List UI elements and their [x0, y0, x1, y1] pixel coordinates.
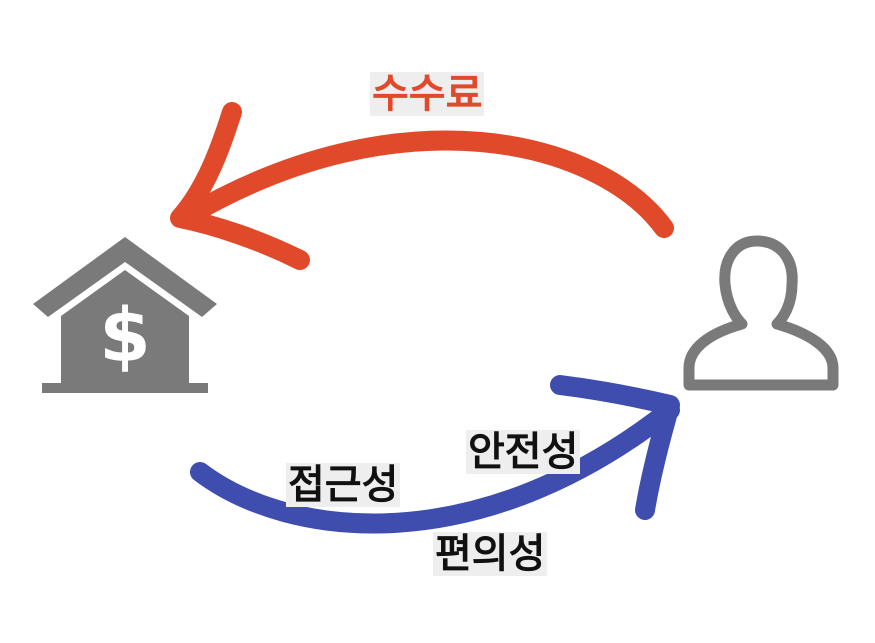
safety-label: 안전성	[466, 429, 581, 475]
user-icon	[683, 235, 839, 391]
fee-arrow	[170, 102, 674, 270]
dollar-sign-icon: $	[99, 293, 151, 379]
bank-icon	[33, 237, 217, 393]
convenience-label: 편의성	[433, 531, 548, 577]
fee-label: 수수료	[370, 71, 485, 117]
accessibility-label: 접근성	[286, 462, 401, 508]
service-arrow	[190, 375, 680, 534]
